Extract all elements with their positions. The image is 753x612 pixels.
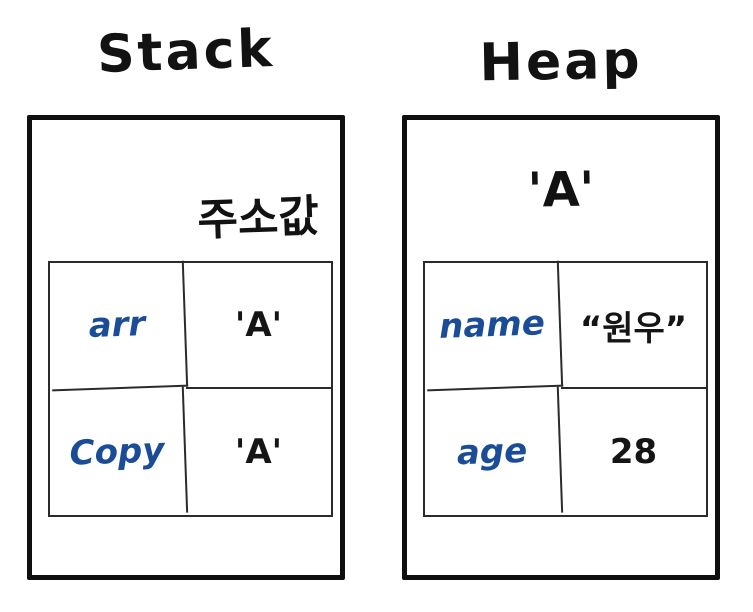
heap-title: Heap xyxy=(478,30,644,94)
heap-address-label: 'A' xyxy=(527,161,595,219)
heap-object-table: name “원우” age 28 xyxy=(422,260,708,518)
heap-table-key-name: name xyxy=(422,260,564,392)
stack-memory-box: 주소값 arr 'A' Copy 'A' xyxy=(27,115,345,580)
stack-table-value-copy: 'A' xyxy=(234,432,283,472)
stack-table-key-copy: Copy xyxy=(47,386,189,518)
stack-title: Stack xyxy=(96,18,276,86)
heap-memory-box: 'A' name “원우” age 28 xyxy=(402,115,720,580)
heap-table-value-age: 28 xyxy=(609,432,658,472)
stack-variable-table: arr 'A' Copy 'A' xyxy=(47,260,333,518)
heap-table-value-name: “원우” xyxy=(561,263,706,389)
stack-table-key-arr: arr xyxy=(47,260,189,392)
stack-table-value-arr: 'A' xyxy=(186,263,331,389)
heap-table-key-age: age xyxy=(422,386,564,518)
stack-address-value-label: 주소값 xyxy=(196,190,320,247)
